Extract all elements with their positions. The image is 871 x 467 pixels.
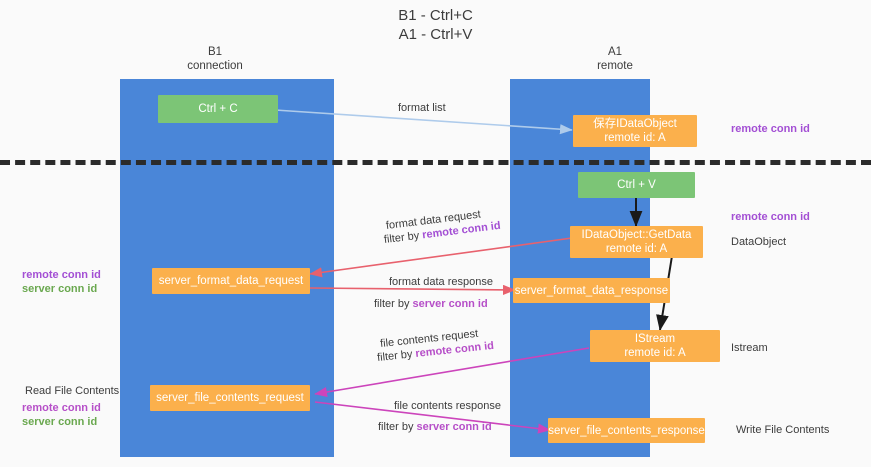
filter-prefix: filter by: [376, 348, 417, 365]
filter-prefix: filter by: [374, 298, 413, 310]
filter-prefix: filter by: [383, 229, 423, 247]
side-label-remote-conn-id-mid: remote conn id: [731, 211, 810, 223]
node-idataobject-getdata[interactable]: IDataObject::GetData remote id: A: [570, 226, 703, 258]
node-ctrl-c[interactable]: Ctrl + C: [158, 95, 278, 123]
page-title: B1 - Ctrl+C A1 - Ctrl+V: [0, 6, 871, 44]
node-ctrl-c-label: Ctrl + C: [198, 103, 238, 115]
filter-key-server-conn-id: server conn id: [416, 421, 492, 433]
column-header-b1-name: B1: [207, 46, 223, 58]
side-label-istream: Istream: [731, 342, 768, 354]
edge-label-file-contents-response: file contents response: [394, 400, 502, 412]
column-header-a1-name: A1: [607, 46, 623, 58]
title-line-2: A1 - Ctrl+V: [398, 26, 473, 43]
column-header-a1-sub: remote: [597, 60, 633, 72]
filter-key-server-conn-id: server conn id: [412, 298, 488, 310]
node-server-format-data-request[interactable]: server_format_data_request: [152, 268, 310, 294]
column-header-a1: A1 remote: [550, 45, 680, 73]
node-server-file-contents-response-label: server_file_contents_response: [548, 424, 705, 437]
side-label-left-server-conn-id: server conn id: [22, 283, 98, 295]
side-label-write-file-contents: Write File Contents: [736, 424, 830, 436]
node-istream-line1: IStream: [634, 333, 676, 345]
side-label-remote-conn-id-top: remote conn id: [731, 123, 810, 135]
edge-label-format-data-response: format data response: [389, 276, 493, 288]
side-label-left-remote-conn-id: remote conn id: [22, 269, 101, 281]
side-label-read-file-contents: Read File Contents: [25, 385, 120, 397]
node-ctrl-v-label: Ctrl + V: [617, 179, 656, 191]
node-istream[interactable]: IStream remote id: A: [590, 330, 720, 362]
filter-prefix: filter by: [378, 421, 417, 433]
column-header-b1: B1 connection: [150, 45, 280, 73]
side-label-left-bottom-remote-conn-id: remote conn id: [22, 402, 101, 414]
node-istream-line2: remote id: A: [624, 347, 686, 359]
edge-label-file-contents-response-filter: filter by server conn id: [378, 420, 492, 435]
node-save-idataobject[interactable]: 保存IDataObject remote id: A: [573, 115, 697, 147]
node-server-file-contents-request-label: server_file_contents_request: [156, 392, 304, 404]
section-divider: [0, 160, 871, 165]
node-ctrl-v[interactable]: Ctrl + V: [578, 172, 695, 198]
edge-label-format-list: format list: [398, 102, 446, 114]
column-header-b1-sub: connection: [187, 60, 243, 72]
node-server-format-data-request-label: server_format_data_request: [158, 275, 304, 287]
node-save-idataobject-line1: 保存IDataObject: [593, 118, 677, 130]
node-idataobject-getdata-line2: remote id: A: [605, 243, 668, 255]
edge-label-format-data-response-filter: filter by server conn id: [374, 297, 488, 312]
side-label-left-bottom-server-conn-id: server conn id: [22, 416, 98, 428]
title-line-1: B1 - Ctrl+C: [398, 7, 473, 24]
node-save-idataobject-line2: remote id: A: [604, 132, 666, 144]
node-idataobject-getdata-line1: IDataObject::GetData: [581, 229, 692, 241]
side-label-dataobject: DataObject: [731, 236, 787, 248]
node-server-file-contents-response[interactable]: server_file_contents_response: [548, 418, 705, 443]
node-server-file-contents-request[interactable]: server_file_contents_request: [150, 385, 310, 411]
node-server-format-data-response[interactable]: server_format_data_response: [513, 278, 670, 303]
node-server-format-data-response-label: server_format_data_response: [514, 284, 669, 297]
